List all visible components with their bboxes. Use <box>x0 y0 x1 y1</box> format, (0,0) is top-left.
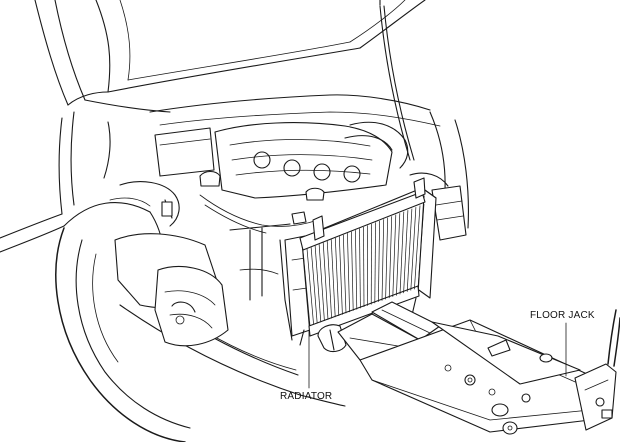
radiator-fin <box>306 248 314 325</box>
radiator-fin <box>342 234 347 314</box>
radiator-fin <box>302 249 311 327</box>
radiator-fin <box>378 220 380 302</box>
radiator-fin <box>326 240 332 319</box>
radiator-fin <box>381 219 385 301</box>
radiator-fin <box>410 207 417 291</box>
radiator-fin <box>385 217 389 300</box>
hood <box>95 0 426 93</box>
radiator-fin <box>322 242 329 320</box>
callout-floor-jack: FLOOR JACK <box>530 310 595 377</box>
radiator-fin <box>347 233 350 313</box>
radiator-fin <box>396 213 401 296</box>
radiator-fin <box>414 205 421 290</box>
engine-bay <box>103 94 469 347</box>
radiator-fin <box>310 246 318 324</box>
radiator-fin <box>417 203 425 289</box>
radiator-label: RADIATOR <box>280 391 332 402</box>
hood-prop-rod <box>379 5 415 161</box>
radiator-fin <box>359 228 361 309</box>
radiator-core-fins <box>302 203 425 327</box>
radiator-fin <box>330 239 336 318</box>
floor-jack-label: FLOOR JACK <box>530 310 595 321</box>
floor-jack <box>317 301 620 435</box>
radiator-fin <box>314 245 322 323</box>
radiator-fin <box>338 236 343 315</box>
radiator <box>299 177 437 346</box>
radiator-fin <box>392 214 397 297</box>
radiator-fin <box>403 210 409 294</box>
front-tire <box>55 227 191 442</box>
radiator-fin <box>406 208 413 292</box>
radiator-fin <box>363 226 365 308</box>
car-body <box>0 0 346 407</box>
callout-radiator: RADIATOR <box>280 329 332 402</box>
radiator-fin <box>374 222 376 304</box>
radiator-fin <box>399 211 405 295</box>
radiator-fin <box>334 237 340 316</box>
radiator-fin <box>318 243 325 321</box>
radiator-fin <box>355 230 358 310</box>
radiator-fin <box>351 231 354 311</box>
radiator-fin <box>388 216 393 299</box>
